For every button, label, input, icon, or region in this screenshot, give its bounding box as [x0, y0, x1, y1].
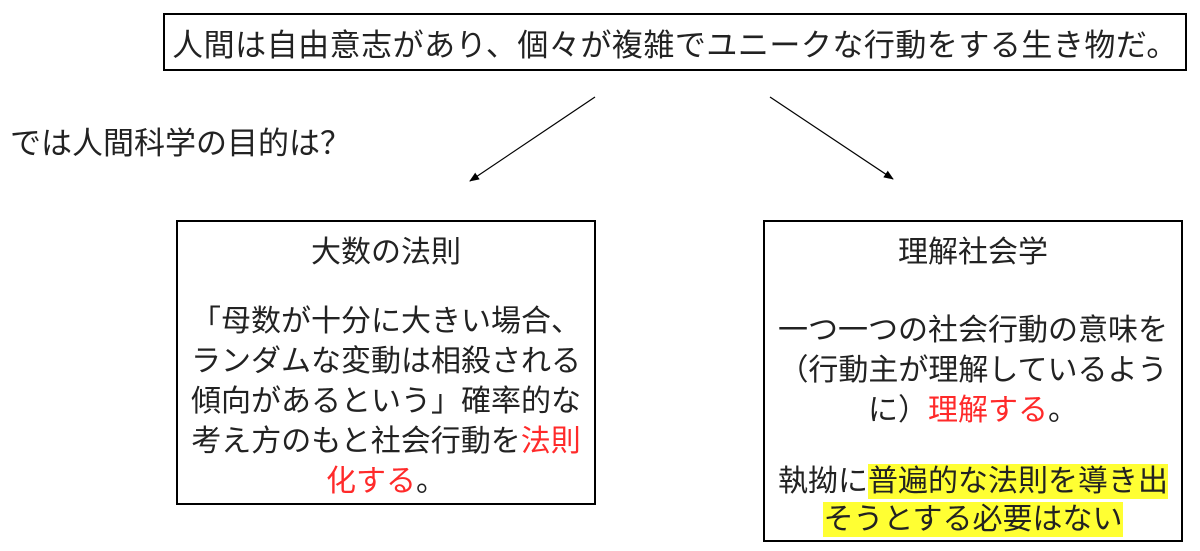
- left-body-prefix: 「母数が十分に大きい場合、ランダムな変動は相殺される傾向があるという」確率的な考…: [191, 304, 581, 459]
- right-note-prefix: 執拗に: [778, 464, 868, 499]
- question-text: では人間科学の目的は？: [10, 126, 351, 162]
- top-statement-text: 人間は自由意志があり、個々が複雑でユニークな行動をする生き物だ。: [172, 27, 1178, 64]
- left-body-suffix: 。: [416, 464, 446, 499]
- left-concept-box: 大数の法則 「母数が十分に大きい場合、ランダムな変動は相殺される傾向があるという…: [176, 220, 596, 505]
- top-statement-box: 人間は自由意志があり、個々が複雑でユニークな行動をする生き物だ。: [163, 13, 1187, 71]
- right-body-suffix: 。: [1048, 393, 1078, 428]
- right-box-body: 一つ一つの社会行動の意味を（行動主が理解しているように）理解する。: [765, 311, 1181, 431]
- right-body-emphasis: 理解する: [928, 393, 1048, 428]
- arrow-to-right: [769, 96, 894, 180]
- right-concept-box: 理解社会学 一つ一つの社会行動の意味を（行動主が理解しているように）理解する。 …: [763, 220, 1183, 542]
- arrow-to-left: [469, 96, 596, 182]
- left-box-title: 大数の法則: [311, 235, 461, 270]
- right-body-prefix: 一つ一つの社会行動の意味を（行動主が理解しているように）: [778, 313, 1168, 428]
- left-box-body: 「母数が十分に大きい場合、ランダムな変動は相殺される傾向があるという」確率的な考…: [178, 302, 594, 502]
- right-box-title: 理解社会学: [898, 235, 1048, 270]
- left-body-emphasis: 法則化する: [326, 424, 581, 499]
- right-note-highlight: 普遍的な法則を導き出そうとする必要はない: [823, 464, 1168, 537]
- right-box-note: 執拗に普遍的な法則を導き出そうとする必要はない: [765, 463, 1181, 539]
